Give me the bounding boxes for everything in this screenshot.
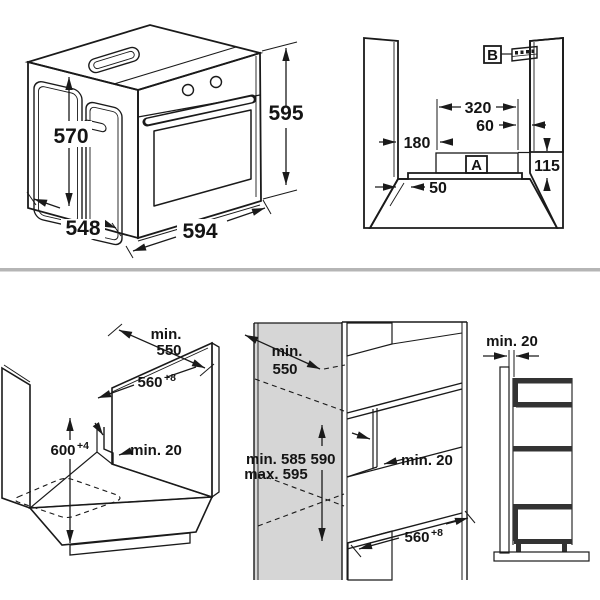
dim-tall-width: 560 +8 <box>350 510 476 558</box>
dim-tall-width-tolerance: +8 <box>431 527 443 539</box>
terminal-block <box>511 45 538 62</box>
dim-oven-height-label: 595 <box>268 102 303 125</box>
base-cabinet-view: min. 550 560 +8 600 +4 min. 20 <box>1 323 220 556</box>
niche-floor <box>368 178 559 229</box>
dim-oven-width-label: 594 <box>182 220 217 243</box>
label-a: A <box>471 157 482 174</box>
dim-niche-height-min: min. 585 <box>246 451 306 468</box>
dim-rear-gap: min. 20 <box>92 422 182 459</box>
dim-cutout-height-label: 115 <box>534 158 560 175</box>
dim-wall-gap: min. 20 <box>483 333 539 360</box>
dim-niche-height-value: 590 <box>310 451 335 468</box>
dim-cabinet-width-tolerance: +8 <box>164 372 176 384</box>
dim-rear-gap-label: min. 20 <box>130 442 182 459</box>
dim-cabinet-width: 560 +8 <box>97 366 197 399</box>
niche-left-wall <box>363 37 399 229</box>
dim-tall-depth-min: min. <box>272 343 303 360</box>
dim-side-strip-label: 50 <box>429 180 447 197</box>
oven-top-face <box>24 24 264 91</box>
section-divider <box>0 268 600 272</box>
control-knob-right <box>209 75 223 89</box>
dim-cutout-width: 320 <box>436 99 519 150</box>
cabinet-plinth <box>69 532 191 556</box>
wall-clearance-side-view: min. 20 <box>483 333 590 562</box>
dim-tall-rear-gap: min. 20 <box>351 431 453 469</box>
door-handle <box>142 94 257 127</box>
rear-spacer <box>346 408 463 478</box>
control-knob-left <box>181 83 195 97</box>
niche-right-wall <box>529 37 564 153</box>
dim-side-strip: 50 <box>375 180 447 197</box>
dim-interior-height: 570 <box>50 77 92 206</box>
dim-tall-depth-value: 550 <box>272 361 297 378</box>
oven-footprint-outline <box>14 477 121 519</box>
dim-cabinet-width-value: 560 <box>137 374 162 391</box>
oven-front-face <box>137 51 262 240</box>
dim-cabinet-height-value: 600 <box>50 442 75 459</box>
dim-niche-height: 590 <box>310 425 336 541</box>
dim-interior-height-label: 570 <box>53 125 88 148</box>
dim-cutout-height: 115 <box>534 138 560 191</box>
floor-section <box>493 551 590 562</box>
cabinet-shelves-section <box>513 378 572 552</box>
dim-wall-gap-label: min. 20 <box>486 333 538 350</box>
dim-oven-width: 594 <box>125 199 272 259</box>
wall-section <box>499 366 510 554</box>
dim-cutout-left-offset-label: 180 <box>404 135 431 152</box>
dim-cabinet-depth-value: 550 <box>156 342 181 359</box>
dim-tall-width-value: 560 <box>404 529 429 546</box>
cabinet-left-wall <box>1 366 31 510</box>
dim-cabinet-depth: min. 550 <box>107 323 215 377</box>
dim-niche-height-max: max. 595 <box>244 466 307 483</box>
cabinet-right-wall <box>111 341 213 499</box>
dim-cabinet-height: 600 +4 <box>50 418 89 543</box>
dim-tall-depth: min. 550 <box>244 334 321 378</box>
oven-door-window <box>153 109 252 207</box>
label-b: B <box>487 47 498 64</box>
label-a-callout: A <box>465 155 488 174</box>
dim-cutout-right-offset-label: 60 <box>476 118 494 135</box>
depth-projection-lines <box>254 364 346 527</box>
label-b-callout: B <box>483 45 512 64</box>
dim-cutout-right-offset: 60 <box>476 118 546 135</box>
lower-compartment-panel <box>347 530 393 581</box>
cabinet-floor <box>28 451 213 509</box>
upper-shelf <box>346 382 463 420</box>
dim-cabinet-height-tolerance: +4 <box>77 440 89 452</box>
dim-oven-depth-label: 548 <box>65 217 100 240</box>
dim-cutout-left-offset: 180 <box>379 135 453 152</box>
oven-dimensions-view: 570 595 594 548 <box>24 24 304 259</box>
dim-cabinet-depth-min: min. <box>151 326 182 343</box>
oven-top-vent <box>88 46 140 74</box>
dim-oven-height: 595 <box>261 41 304 200</box>
dim-oven-depth: 548 <box>26 191 122 240</box>
dim-cutout-width-label: 320 <box>465 100 492 117</box>
niche-rear-view: A B 320 60 180 <box>363 37 564 229</box>
niche-right-wall-lower <box>529 37 564 229</box>
cabinet-base-front <box>28 496 214 546</box>
tall-cabinet-view: min. 550 min. 585 max. 595 590 min. 20 5… <box>244 321 476 581</box>
dim-tall-rear-gap-label: min. 20 <box>401 452 453 469</box>
